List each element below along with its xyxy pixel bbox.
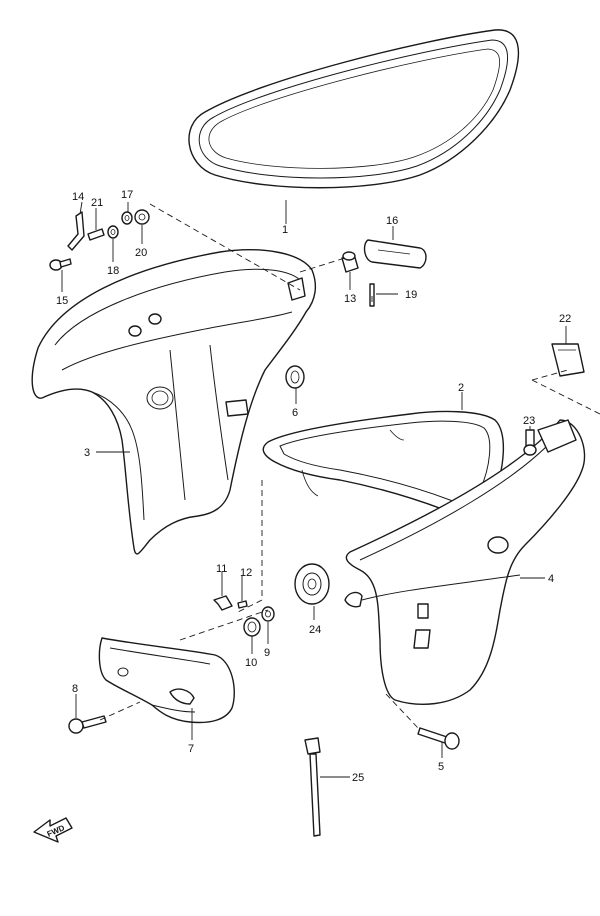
callout-7: 7 xyxy=(188,743,194,755)
part-21-pin xyxy=(87,228,105,241)
part-14-bracket xyxy=(67,211,85,251)
callout-5: 5 xyxy=(438,761,444,773)
callout-16: 16 xyxy=(386,215,398,227)
part-8-screw xyxy=(68,715,107,734)
callout-9: 9 xyxy=(264,647,270,659)
callout-13: 13 xyxy=(344,293,356,305)
callout-23: 23 xyxy=(523,415,535,427)
callout-12: 12 xyxy=(240,567,252,579)
part-20-grommet xyxy=(134,209,150,225)
callout-19: 19 xyxy=(405,289,417,301)
part-23-bolt xyxy=(523,429,537,456)
callout-14: 14 xyxy=(72,191,84,203)
part-5-bolt xyxy=(417,727,460,750)
callout-11: 11 xyxy=(216,563,227,575)
callout-2: 2 xyxy=(458,382,464,394)
callout-20: 20 xyxy=(135,247,147,259)
part-3-side-cover-upper xyxy=(31,249,317,555)
part-16-handle xyxy=(363,239,427,269)
fwd-arrow-icon: FWD xyxy=(33,817,73,843)
part-25-cable-tie xyxy=(304,737,321,837)
callout-labels: 1 2 3 4 5 6 7 8 9 10 11 12 13 14 15 16 1… xyxy=(56,189,571,784)
callout-10: 10 xyxy=(245,657,257,669)
part-1-seal-ring xyxy=(188,29,520,189)
callout-24: 24 xyxy=(309,624,321,636)
callout-25: 25 xyxy=(352,772,364,784)
part-6-grommet xyxy=(285,365,305,389)
part-22-connector xyxy=(551,343,585,377)
part-12-screw xyxy=(237,600,248,609)
part-17-washer xyxy=(121,211,133,225)
part-4-side-cover-lower xyxy=(344,419,586,705)
part-10-collar xyxy=(243,617,261,637)
part-11-clip xyxy=(213,595,233,611)
part-24-plug xyxy=(294,563,330,605)
callout-4: 4 xyxy=(548,573,554,585)
callout-8: 8 xyxy=(72,683,78,695)
callout-1: 1 xyxy=(282,224,288,236)
callout-6: 6 xyxy=(292,407,298,419)
part-15-screw xyxy=(49,258,72,271)
leader-lines xyxy=(61,200,600,778)
part-9-washer xyxy=(261,606,275,622)
part-13-grommet xyxy=(341,251,359,273)
callout-15: 15 xyxy=(56,295,68,307)
part-19-pin xyxy=(369,283,375,307)
part-18-washer xyxy=(107,225,119,239)
part-7-lower-cover xyxy=(98,637,235,724)
callout-17: 17 xyxy=(121,189,133,201)
callout-21: 21 xyxy=(91,197,103,209)
callout-18: 18 xyxy=(107,265,119,277)
callout-3: 3 xyxy=(84,447,90,459)
callout-22: 22 xyxy=(559,313,571,325)
